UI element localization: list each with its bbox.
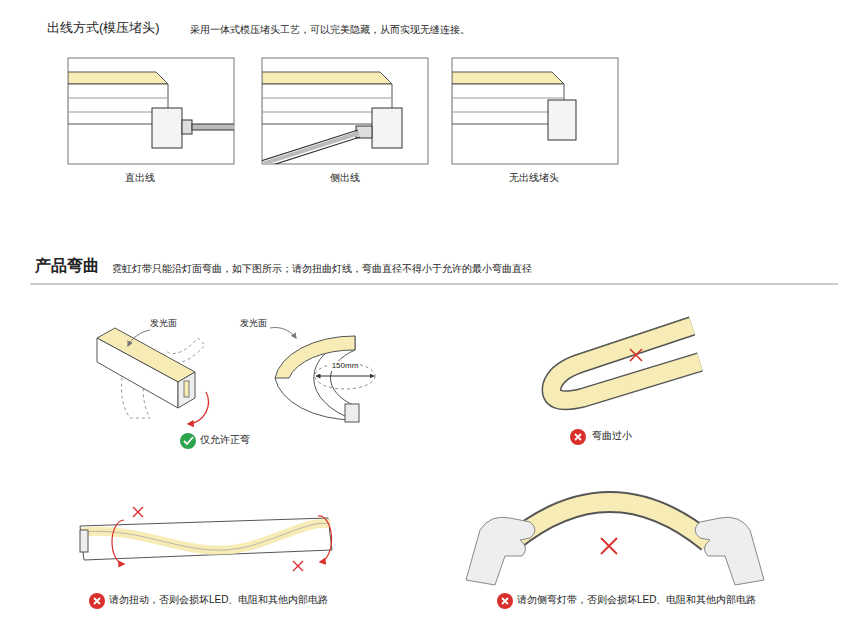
rule-caption: 弯曲过小 bbox=[592, 430, 632, 442]
tight-bend-figure bbox=[630, 349, 642, 361]
twist-figure bbox=[293, 561, 303, 571]
ok-icon bbox=[184, 437, 193, 444]
side-bend-figure bbox=[466, 502, 764, 585]
twist-figure bbox=[133, 507, 143, 517]
section-heading: 产品弯曲 bbox=[35, 256, 99, 275]
straight-outlet-figure bbox=[68, 58, 242, 164]
straight-outlet-figure bbox=[68, 72, 168, 84]
straight-outlet-figure bbox=[192, 124, 234, 130]
side-outlet-figure bbox=[262, 133, 359, 164]
note-text: 采用一体式模压堵头工艺，可以完美隐藏，从而实现无缝连接。 bbox=[190, 24, 470, 36]
side-bend-figure bbox=[601, 538, 617, 554]
figure-caption: 直出线 bbox=[125, 172, 155, 184]
no-outlet-figure bbox=[452, 58, 618, 164]
no-icon bbox=[89, 593, 105, 609]
side-outlet-figure bbox=[262, 130, 360, 164]
front-bend-figure bbox=[178, 372, 195, 408]
side-outlet-figure bbox=[372, 108, 402, 148]
straight-outlet-figure bbox=[68, 98, 168, 99]
no-icon bbox=[497, 593, 513, 609]
u-bend-figure bbox=[275, 336, 355, 378]
u-bend-figure bbox=[270, 327, 375, 422]
straight-outlet-figure bbox=[68, 72, 234, 148]
u-bend-figure bbox=[270, 327, 296, 338]
twist-figure bbox=[80, 530, 88, 552]
separator-line bbox=[30, 284, 838, 285]
no-outlet-figure bbox=[452, 84, 564, 124]
front-bend-figure bbox=[128, 330, 150, 346]
no-icon bbox=[570, 429, 586, 445]
u-bend-figure bbox=[275, 378, 355, 420]
no-icon bbox=[570, 429, 586, 445]
front-bend-figure bbox=[188, 392, 208, 424]
no-outlet-figure bbox=[452, 72, 576, 140]
straight-outlet-figure bbox=[68, 58, 234, 164]
tight-bend-figure bbox=[552, 326, 700, 400]
tight-bend-figure bbox=[552, 326, 700, 400]
front-bend-figure bbox=[97, 338, 178, 408]
side-bend-figure bbox=[512, 502, 708, 542]
front-bend-figure bbox=[97, 328, 208, 424]
side-bend-figure bbox=[466, 517, 535, 585]
side-outlet-figure bbox=[262, 58, 428, 164]
section-heading: 出线方式(模压堵头) bbox=[47, 20, 160, 36]
twist-figure bbox=[82, 523, 330, 550]
dimension-label: 150mm bbox=[330, 361, 361, 371]
rule-caption: 请勿扭动，否则会损坏LED、电阻和其他内部电路 bbox=[109, 594, 328, 606]
no-icon bbox=[502, 598, 508, 604]
twist-figure bbox=[82, 523, 330, 550]
figure-caption: 无出线堵头 bbox=[509, 172, 559, 184]
no-outlet-figure bbox=[452, 98, 564, 99]
twist-figure bbox=[80, 518, 332, 560]
note-text: 霓虹灯带只能沿灯面弯曲，如下图所示；请勿扭曲灯线，弯曲直径不得小于允许的最小弯曲… bbox=[112, 263, 532, 275]
ok-icon bbox=[180, 433, 196, 449]
no-icon bbox=[497, 593, 513, 609]
side-outlet-figure bbox=[258, 58, 428, 169]
no-outlet-figure bbox=[548, 100, 576, 140]
twist-figure bbox=[80, 507, 332, 571]
straight-outlet-figure bbox=[182, 120, 192, 134]
figure-caption: 侧出线 bbox=[330, 172, 360, 184]
u-bend-figure bbox=[345, 404, 359, 422]
side-bend-figure bbox=[695, 517, 764, 585]
no-icon bbox=[94, 598, 100, 604]
rule-caption: 请勿侧弯灯带，否则会损坏LED、电阻和其他内部电路 bbox=[517, 594, 756, 606]
ok-icon bbox=[180, 433, 196, 449]
part-label: 发光面 bbox=[240, 318, 267, 329]
side-outlet-figure bbox=[262, 98, 392, 99]
twist-figure bbox=[318, 516, 332, 562]
front-bend-figure bbox=[184, 381, 189, 397]
no-icon bbox=[89, 593, 105, 609]
no-outlet-figure bbox=[452, 72, 564, 84]
side-outlet-figure bbox=[262, 72, 402, 164]
tight-bend-figure bbox=[552, 326, 700, 400]
no-outlet-figure bbox=[452, 58, 618, 164]
no-icon bbox=[575, 434, 581, 440]
side-bend-figure bbox=[512, 502, 708, 542]
part-label: 发光面 bbox=[150, 318, 177, 329]
rule-caption: 仅允许正弯 bbox=[200, 434, 250, 446]
no-outlet-figure bbox=[452, 112, 564, 113]
u-bend-figure bbox=[316, 376, 374, 377]
straight-outlet-figure bbox=[152, 108, 182, 148]
side-outlet-figure bbox=[262, 72, 392, 84]
twist-figure bbox=[112, 520, 124, 564]
